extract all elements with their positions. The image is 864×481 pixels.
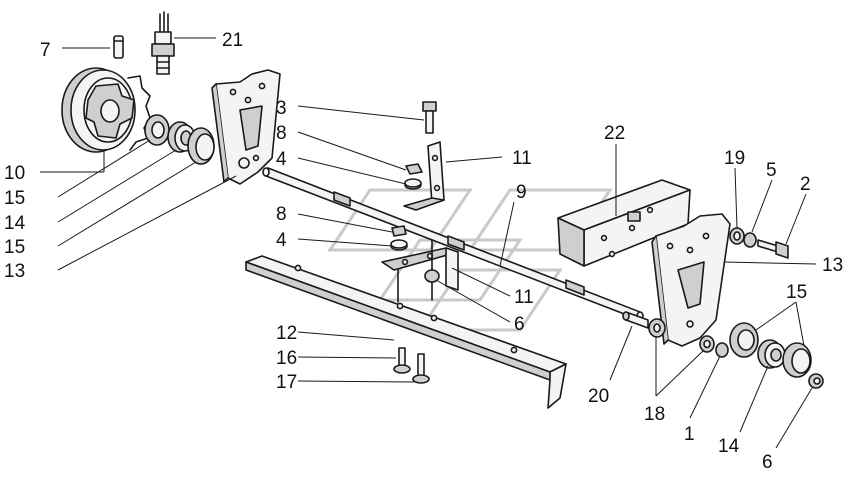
callout-13-left: 13 [4, 261, 25, 282]
small-nut-mid-part [424, 269, 440, 283]
bolt-part [422, 101, 437, 134]
washers-18-part [648, 318, 715, 353]
angle-bar-part [245, 255, 567, 409]
callout-18: 18 [644, 404, 665, 425]
callout-2: 2 [800, 174, 811, 195]
callout-13-right: 13 [822, 255, 843, 276]
callout-1: 1 [684, 424, 695, 445]
callout-3: 3 [276, 98, 287, 119]
sensor-part [151, 11, 175, 75]
channel-beam-part [557, 179, 691, 267]
pin-part [113, 35, 124, 59]
callout-4-lower: 4 [276, 230, 287, 251]
callout-7: 7 [40, 40, 51, 61]
callout-15-right: 15 [786, 282, 807, 303]
callout-21: 21 [222, 30, 243, 51]
callout-6-mid: 6 [514, 314, 525, 335]
callout-9: 9 [516, 182, 527, 203]
callout-17: 17 [276, 372, 297, 393]
bearing-housing-left-part [187, 127, 215, 165]
sprocket-wheel-part [61, 67, 151, 153]
bolt-2-part [757, 239, 789, 259]
bracket-lower-part [381, 239, 459, 303]
callout-15-left-b: 15 [4, 237, 25, 258]
callout-8-lower: 8 [276, 204, 287, 225]
callout-6-right: 6 [762, 452, 773, 473]
side-plate-right-part [651, 213, 731, 347]
callout-11-lower: 11 [514, 287, 534, 308]
nut-lower-part [390, 225, 408, 251]
stub-pin-part [622, 311, 649, 329]
callout-5: 5 [766, 160, 777, 181]
callout-11-upper: 11 [512, 148, 532, 169]
bearing-housing-right-part [782, 342, 812, 378]
small-nut-right-part [808, 373, 824, 389]
callout-22: 22 [604, 123, 625, 144]
bearing-right-part [757, 339, 786, 369]
bracket-upper-part [403, 141, 445, 211]
callout-12: 12 [276, 323, 297, 344]
side-plate-left-part [211, 69, 281, 185]
callout-8-upper: 8 [276, 123, 287, 144]
callout-14-right: 14 [718, 436, 740, 457]
washer-5-part [743, 232, 757, 248]
washer-19-part [729, 227, 745, 245]
callout-10: 10 [4, 163, 25, 184]
leader-lines [40, 37, 817, 449]
callout-4-upper: 4 [276, 149, 287, 170]
callout-16: 16 [276, 348, 297, 369]
screws-part [393, 347, 430, 384]
callout-19: 19 [724, 148, 745, 169]
collar-part [715, 342, 729, 358]
callout-14-left: 14 [4, 213, 26, 234]
washer-right-part [729, 322, 759, 358]
callout-labels: 7 21 3 8 4 11 22 19 5 2 9 8 4 13 10 15 1… [4, 30, 843, 473]
callout-15-left-a: 15 [4, 188, 25, 209]
nut-upper-part [404, 163, 423, 190]
callout-20: 20 [588, 386, 609, 407]
